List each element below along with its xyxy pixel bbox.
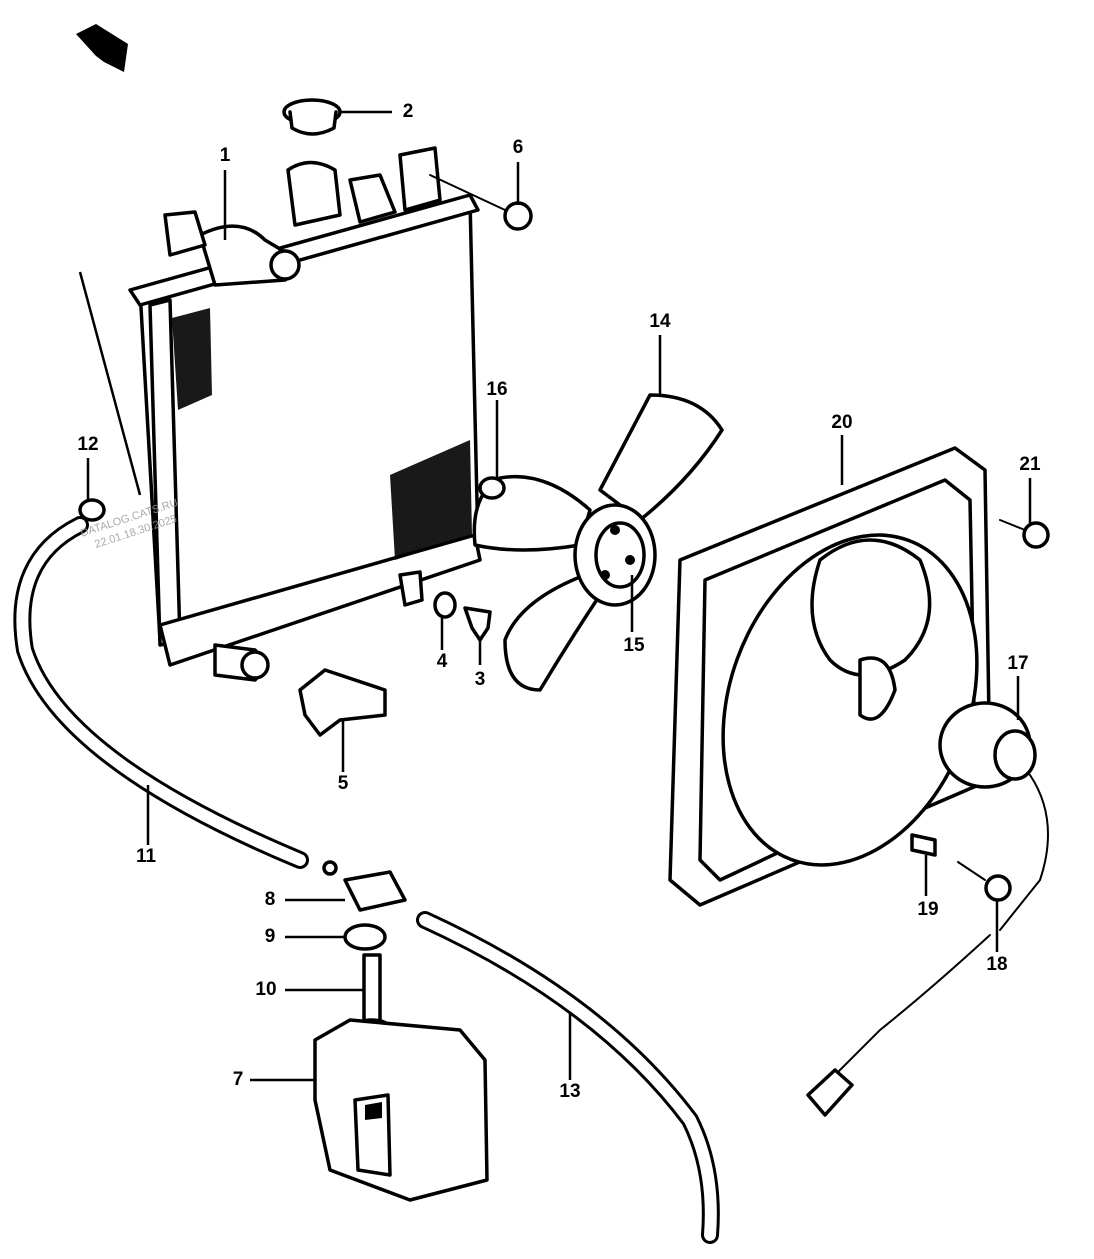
washer	[478, 476, 506, 500]
nut	[433, 591, 457, 619]
callout-14: 14	[649, 311, 671, 332]
callout-9: 9	[265, 926, 276, 947]
callout-20: 20	[831, 412, 852, 433]
overflow-hose	[13, 516, 309, 869]
callout-3: 3	[475, 669, 486, 690]
callout-8: 8	[265, 889, 276, 910]
direction-arrow-icon	[76, 24, 128, 72]
callout-7: 7	[233, 1069, 244, 1090]
callout-18: 18	[986, 954, 1007, 975]
wiring-harness	[806, 934, 991, 1117]
leader-lines	[78, 110, 1032, 1082]
callout-17: 17	[1007, 653, 1028, 674]
radiator	[128, 160, 482, 682]
callout-15: 15	[623, 635, 645, 656]
motor-bolt	[957, 861, 1012, 902]
bolt	[463, 606, 492, 642]
callout-2: 2	[403, 101, 414, 122]
grommet	[78, 498, 106, 522]
callout-19: 19	[917, 899, 938, 920]
callout-labels: 1 2 3 4 5 6 7 8 9 10 11 12 13 14 15 16 1…	[77, 101, 1041, 1102]
mount-cushion	[298, 668, 387, 737]
callout-4: 4	[437, 651, 448, 672]
callout-10: 10	[255, 979, 276, 1000]
clip	[910, 833, 937, 857]
callout-6: 6	[513, 137, 524, 158]
callout-21: 21	[1019, 454, 1041, 475]
bracket-bolt	[398, 146, 533, 231]
callout-11: 11	[136, 846, 157, 867]
callout-5: 5	[338, 773, 349, 794]
fan-motor	[938, 701, 1049, 931]
drain-hose	[416, 911, 720, 1244]
callout-13: 13	[559, 1081, 580, 1102]
callout-12: 12	[77, 434, 98, 455]
radiator-cap	[282, 98, 342, 136]
cooling-fan	[472, 393, 724, 692]
callout-1: 1	[220, 145, 231, 166]
callout-16: 16	[486, 379, 507, 400]
fan-shroud	[668, 446, 992, 907]
reservoir-tank	[313, 1018, 489, 1202]
shroud-bolt	[999, 519, 1050, 549]
seal-ring	[343, 923, 387, 951]
reservoir-cap-fitting	[322, 860, 407, 912]
